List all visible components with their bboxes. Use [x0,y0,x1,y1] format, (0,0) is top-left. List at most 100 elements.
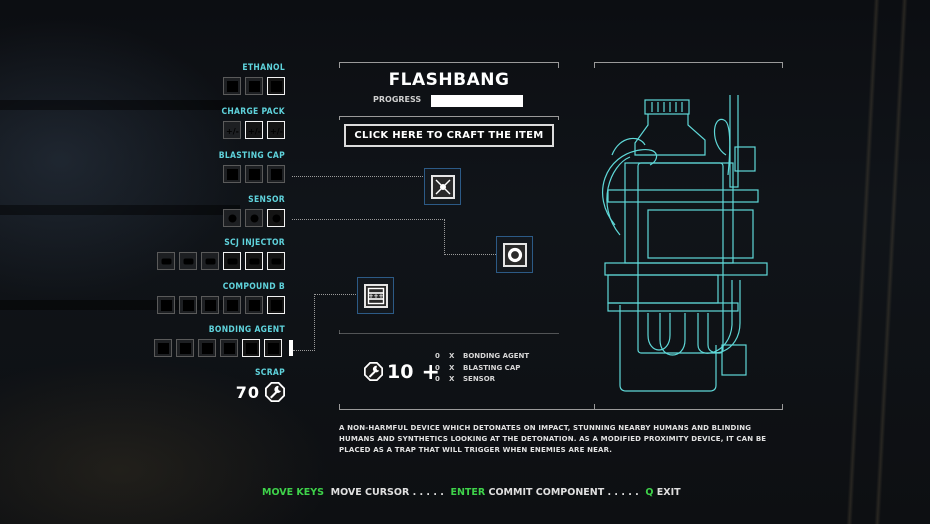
action-move-cursor: MOVE CURSOR . . . . . [324,487,451,498]
bonding-agent-slot[interactable] [198,339,216,357]
scj-injector-slot[interactable] [223,252,241,270]
sensor-icon [507,247,522,262]
svg-text:+++: +++ [368,293,383,300]
scrap-value: 70 [235,382,260,402]
scrap-label: SCRAP [254,368,285,378]
charge-pack-slot[interactable] [267,121,285,139]
item-description: A NON-HARMFUL DEVICE WHICH DETONATES ON … [339,424,767,454]
key-enter: ENTER [450,487,486,498]
panel-rule [339,333,559,334]
compound-b-icon [226,299,238,311]
component-label: SCJ INJECTOR [224,238,285,248]
compound-b-icon [270,299,282,311]
scj-injector-slot[interactable] [267,252,285,270]
connector-line [314,294,358,295]
compound-b-slot[interactable] [223,296,241,314]
blasting-cap-icon [248,168,260,180]
bonding-agent-slot[interactable] [154,339,172,357]
charge-pack-slot[interactable] [223,121,241,139]
sensor-slot[interactable] [223,209,241,227]
progress-bar [431,95,523,107]
sensor-icon [272,214,280,222]
connector-line [293,350,315,351]
bonding-agent-slot[interactable] [176,339,194,357]
bonding-agent-icon [223,342,235,354]
bonding-agent-icon [201,342,213,354]
scj-injector-icon [161,258,171,264]
component-scj-injector: SCJ INJECTOR [157,238,285,270]
component-label: BONDING AGENT [208,325,285,335]
bonding-agent-slot[interactable] [264,339,282,357]
bonding-agent-slot[interactable] [242,339,260,357]
component-ethanol: ETHANOL [223,63,285,95]
component-label: ETHANOL [242,63,285,73]
component-label: BLASTING CAP [218,151,285,161]
blasting-cap-slot[interactable] [245,165,263,183]
compound-b-icon [248,299,260,311]
wrench-icon [265,382,285,402]
recipe-node-bonding-agent[interactable]: +++ [357,277,394,314]
compound-b-slot[interactable] [267,296,285,314]
blasting-cap-icon [435,179,450,194]
bonding-agent-icon: +++ [367,287,384,304]
charge-pack-icon [247,126,261,136]
sensor-slot[interactable] [245,209,263,227]
craft-cost: 10 + [364,358,440,385]
scj-injector-slot[interactable] [245,252,263,270]
scj-injector-icon [227,258,237,264]
compound-b-icon [182,299,194,311]
scj-injector-icon [249,258,259,264]
action-exit[interactable]: EXIT [653,487,681,498]
component-bonding-agent: BONDING AGENT [154,325,293,357]
compound-b-slot[interactable] [157,296,175,314]
sensor-slot[interactable] [267,209,285,227]
connector-line [314,294,315,351]
component-blasting-cap: BLASTING CAP [219,151,285,183]
scrap-cost: 10 [387,360,414,383]
ethanol-slot[interactable] [267,77,285,95]
connector-line [292,219,445,220]
charge-pack-icon [269,126,283,136]
panel-divider [339,116,559,120]
scj-injector-icon [183,258,193,264]
scj-injector-icon [205,258,215,264]
connector-line [444,254,496,255]
blasting-cap-icon [270,168,282,180]
panel-bracket-top [339,62,559,68]
bonding-agent-icon [179,342,191,354]
craft-item-button[interactable]: CLICK HERE TO CRAFT THE ITEM [344,124,554,147]
sensor-icon [228,214,236,222]
blasting-cap-slot[interactable] [267,165,285,183]
key-q: Q [645,487,654,498]
selection-cursor [289,340,293,356]
compound-b-icon [204,299,216,311]
bonding-agent-icon [267,342,279,354]
bonding-agent-slot[interactable] [220,339,238,357]
wrench-icon [364,362,383,381]
key-move-keys: MOVE KEYS [262,487,324,498]
component-sensor: SENSOR [223,195,285,227]
ethanol-slot[interactable] [245,77,263,95]
scj-injector-slot[interactable] [157,252,175,270]
charge-pack-slot[interactable] [245,121,263,139]
ethanol-slot[interactable] [223,77,241,95]
ethanol-icon [270,80,282,92]
compound-b-icon [160,299,172,311]
recipe-node-blasting-cap[interactable] [424,168,461,205]
scj-injector-slot[interactable] [179,252,197,270]
compound-b-slot[interactable] [245,296,263,314]
component-charge-pack: CHARGE PACK [221,107,285,139]
action-commit-component: COMMIT COMPONENT . . . . . [485,487,646,498]
compound-b-slot[interactable] [179,296,197,314]
scj-injector-icon [271,258,281,264]
panel-rule-tick [339,330,340,334]
compound-b-slot[interactable] [201,296,219,314]
blasting-cap-slot[interactable] [223,165,241,183]
flashbang-schematic [602,95,768,392]
recipe-node-sensor[interactable] [496,236,533,273]
scj-injector-slot[interactable] [201,252,219,270]
